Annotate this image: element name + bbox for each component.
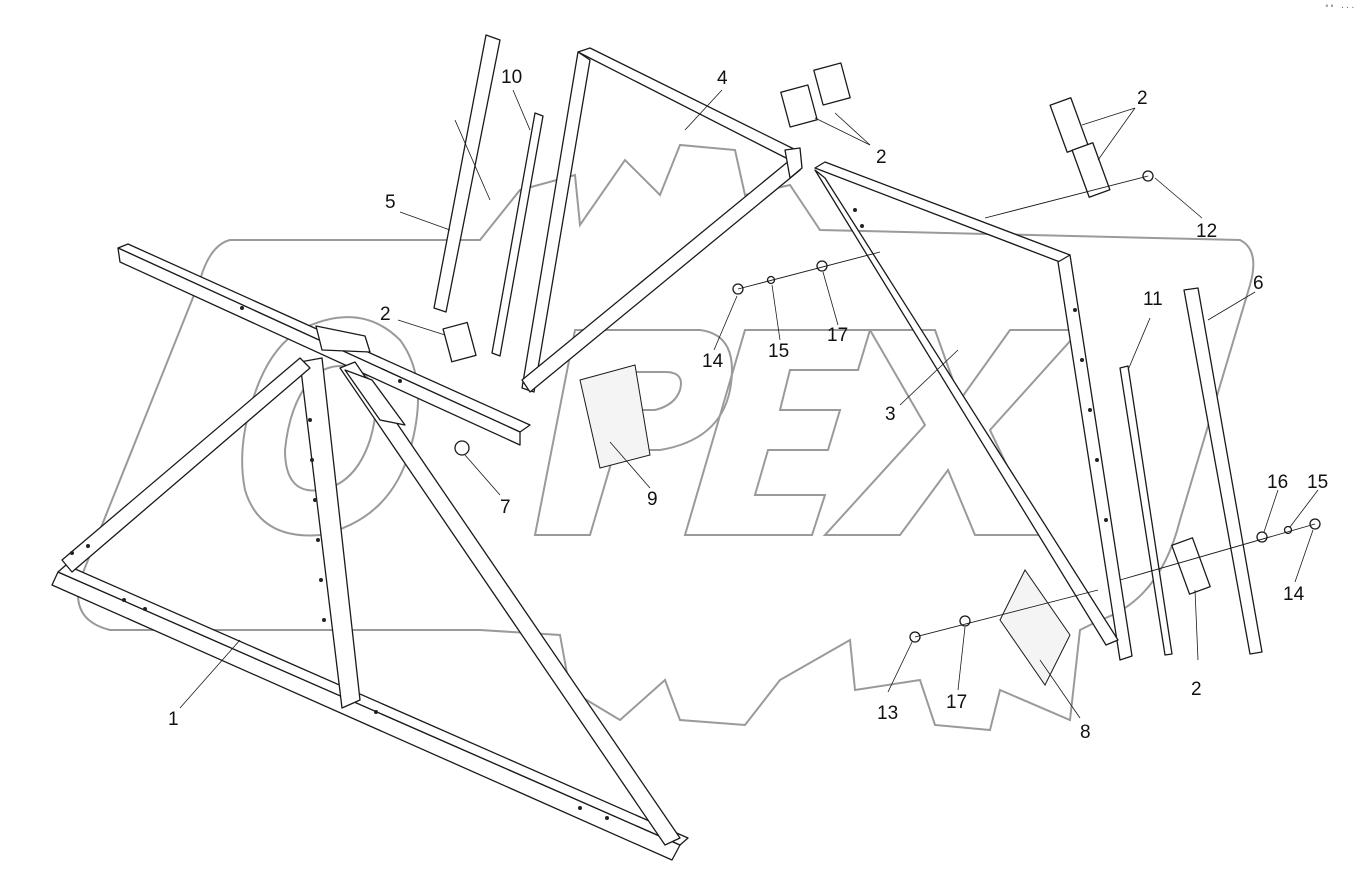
callout-17-top: 17 (827, 325, 848, 346)
part-7-bushing (454, 440, 470, 456)
part-10-strip (491, 112, 544, 357)
callout-labels: 1 2 2 2 2 3 4 5 6 7 8 9 10 11 12 13 14 1… (168, 67, 1328, 743)
part-2-hinges (442, 62, 1211, 595)
part-1-base-frame (51, 243, 689, 861)
callout-16: 16 (1267, 472, 1288, 493)
callout-9: 9 (647, 489, 658, 510)
callout-17-bottom: 17 (946, 692, 967, 713)
part-6-bar (1183, 287, 1263, 655)
hinge-d (1071, 142, 1111, 198)
frame-3-top (814, 161, 1071, 263)
right-strut (339, 361, 681, 846)
frame-4-corner (784, 147, 803, 179)
callout-12: 12 (1196, 221, 1217, 242)
corner-mark: °° ··· (1324, 4, 1356, 12)
base-beam-top (57, 564, 689, 846)
assembly-lines (737, 175, 1316, 638)
callout-2-left: 2 (380, 304, 391, 325)
frame-3-right (1057, 254, 1133, 661)
callout-2-bottom: 2 (1191, 679, 1202, 700)
left-strut (61, 357, 311, 573)
top-bracket (315, 325, 371, 353)
part-9-plate (579, 364, 651, 469)
callout-13: 13 (877, 703, 898, 724)
callout-15-top: 15 (768, 341, 789, 362)
frame-3-diagonal (814, 169, 1119, 646)
callout-8: 8 (1080, 722, 1091, 743)
callout-7: 7 (500, 497, 511, 518)
watermark-logo (77, 143, 1255, 732)
callout-3: 3 (885, 404, 896, 425)
watermark-letter-e (683, 329, 872, 536)
frame-4-left (521, 51, 591, 393)
part-4-triangle-frame (521, 47, 803, 393)
hinge-f (1171, 537, 1211, 595)
watermark-gear-outline (77, 143, 1255, 732)
part-8-plate (999, 569, 1071, 686)
callout-10: 10 (501, 67, 522, 88)
frame-4-top (577, 47, 801, 161)
frame-3-holes (853, 208, 1108, 522)
leader-lines (179, 89, 1319, 719)
center-post (299, 357, 361, 709)
part-11-strip (1119, 365, 1173, 656)
part-3-triangle-frame (814, 161, 1133, 661)
fasteners (454, 170, 1321, 643)
top-crossbar-side (117, 247, 521, 446)
hinge-a (780, 84, 818, 128)
watermark-letter-x (822, 329, 1083, 536)
callout-6: 6 (1253, 273, 1264, 294)
gusset (344, 369, 406, 426)
callout-14-top: 14 (702, 351, 724, 372)
hinge-e (442, 321, 477, 363)
callout-4: 4 (717, 68, 728, 89)
callout-5: 5 (385, 192, 396, 213)
callout-2-right: 2 (1137, 88, 1148, 109)
callout-2-top: 2 (876, 147, 887, 168)
callout-14-bottom: 14 (1283, 584, 1305, 605)
base-holes (70, 306, 609, 820)
callout-1: 1 (168, 709, 179, 730)
hinge-b (813, 62, 851, 106)
part-15-washer-bottom (1283, 525, 1293, 535)
part-5-bar (433, 34, 501, 313)
callout-11: 11 (1143, 289, 1163, 310)
callout-15-bottom: 15 (1307, 472, 1328, 493)
